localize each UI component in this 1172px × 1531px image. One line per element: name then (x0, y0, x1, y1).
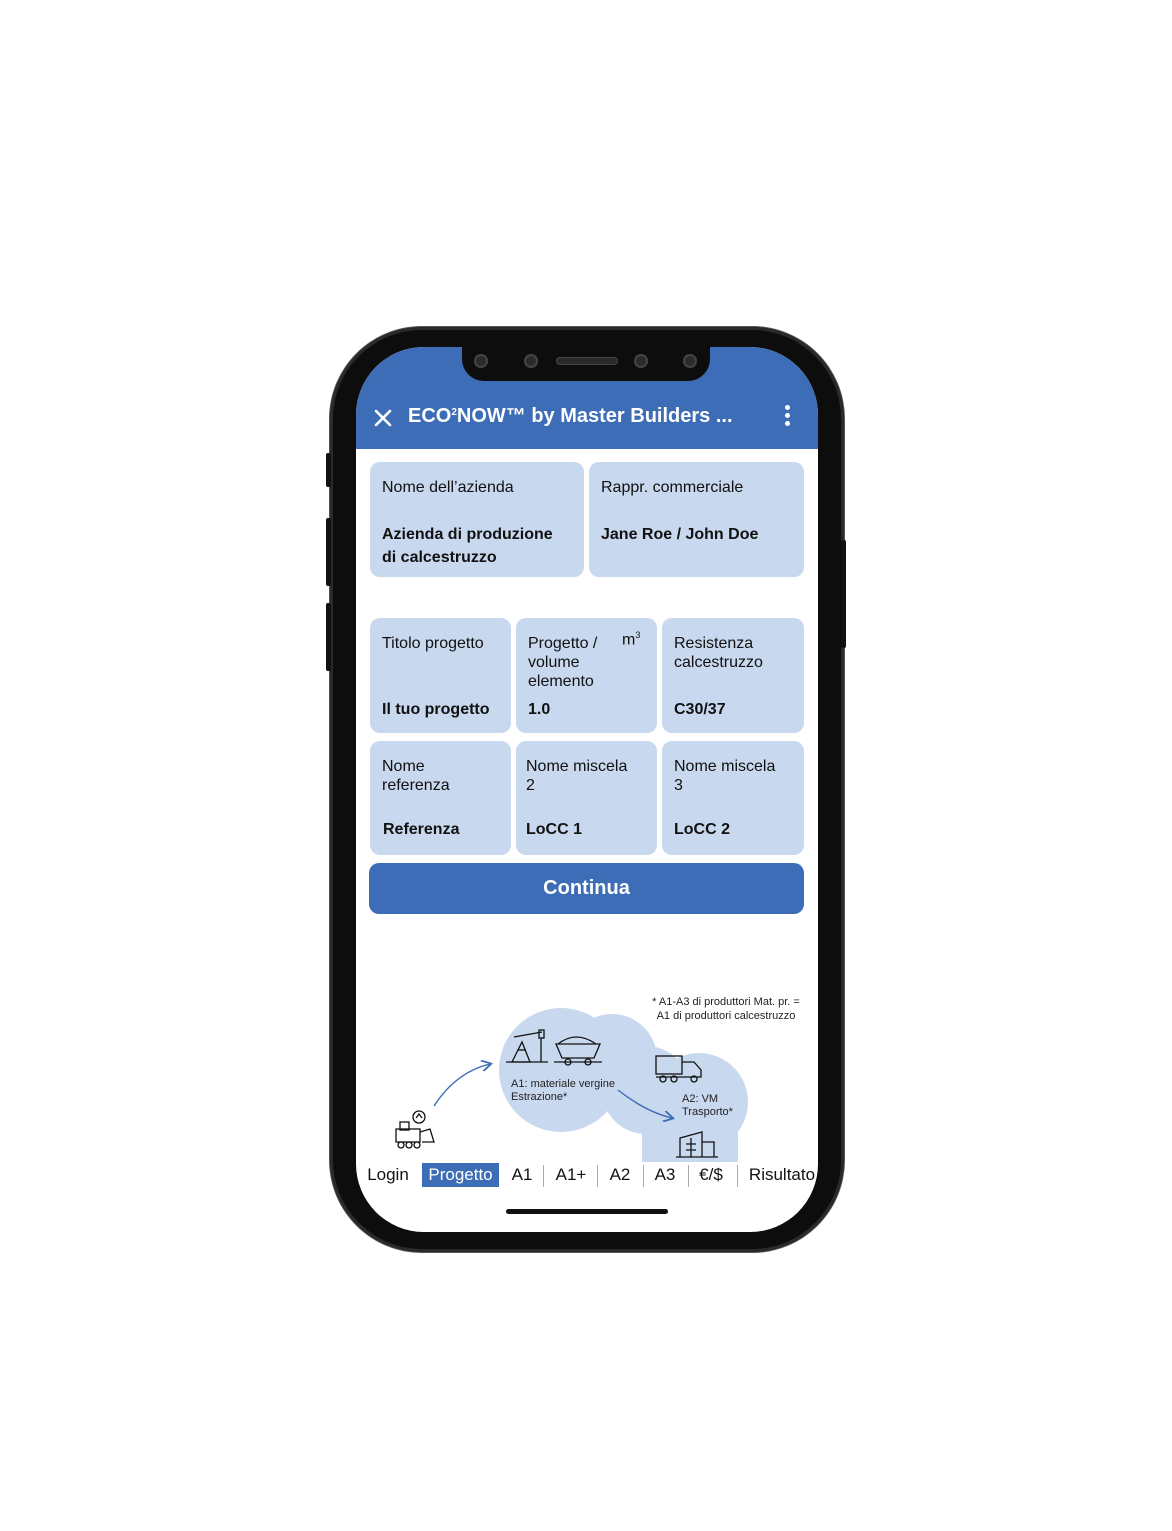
footnote: * A1-A3 di produttori Mat. pr. = A1 di p… (652, 996, 800, 1022)
project-title-label: Titolo progetto (382, 635, 484, 652)
volume-up-button (326, 518, 331, 586)
process-flow-illustration: A1: materiale vergine Estrazione* A2: VM… (395, 1008, 748, 1162)
tab-risultato[interactable]: Risultato (748, 1165, 816, 1184)
tab-login[interactable]: Login (367, 1165, 409, 1184)
app-title: ECO2NOW™ by Master Builders ... (408, 405, 733, 427)
mix-2-value: LoCC 1 (526, 821, 582, 838)
volume-down-button (326, 603, 331, 671)
home-indicator[interactable] (506, 1209, 668, 1214)
company-name-card[interactable]: Nome dell’azienda Azienda di produzione … (370, 462, 584, 577)
mix-3-value: LoCC 2 (674, 821, 730, 838)
project-volume-value: 1.0 (528, 701, 551, 718)
reference-name-card[interactable]: Nome referenza Referenza (370, 741, 511, 855)
tab-separator (688, 1165, 689, 1187)
mute-switch (326, 453, 331, 487)
concrete-strength-label: Resistenza calcestruzzo (674, 635, 763, 671)
mix-2-card[interactable]: Nome miscela 2 LoCC 1 (516, 741, 657, 855)
project-title-value: Il tuo progetto (382, 701, 490, 718)
power-button (841, 540, 846, 648)
tab-separator (543, 1165, 544, 1187)
a2-label-line2: Trasporto* (682, 1106, 734, 1118)
sensor-icon (634, 354, 648, 368)
truck-icon (655, 1055, 702, 1083)
sales-rep-card[interactable]: Rappr. commerciale Jane Roe / John Doe (589, 462, 804, 577)
company-name-value-line1: Azienda di produzione (382, 526, 553, 543)
tab-separator (597, 1165, 598, 1187)
step-tab-bar: Login Progetto A1 A1+ A2 A3 €/$ Risultat… (356, 1163, 818, 1191)
arrow-to-a1 (433, 1064, 490, 1107)
reference-name-value: Referenza (383, 821, 460, 838)
sales-rep-value: Jane Roe / John Doe (601, 526, 759, 543)
bulldozer-icon (395, 1110, 435, 1149)
a1-label-line1: A1: materiale vergine (511, 1078, 615, 1090)
project-title-card[interactable]: Titolo progetto Il tuo progetto (370, 618, 511, 733)
mix-3-label: Nome miscela 3 (674, 758, 776, 794)
oil-pump-icon (506, 1029, 548, 1063)
tab-separator (643, 1165, 644, 1187)
continue-button[interactable]: Continua (369, 863, 804, 914)
a1-label-line2: Estrazione* (511, 1091, 568, 1103)
sensor-icon (474, 354, 488, 368)
ore-cart-icon (554, 1036, 602, 1066)
phone-screen: ECO2NOW™ by Master Builders ... Nome del… (356, 347, 818, 1232)
tab-a3[interactable]: A3 (654, 1165, 676, 1184)
tab-a1-plus[interactable]: A1+ (555, 1165, 587, 1184)
tab-a1[interactable]: A1 (511, 1165, 533, 1184)
project-volume-label: Progetto / volume elemento (528, 635, 598, 690)
volume-unit: m3 (622, 630, 641, 649)
sensor-icon (683, 354, 697, 368)
front-camera-icon (524, 354, 538, 368)
tab-progetto[interactable]: Progetto (422, 1163, 499, 1187)
concrete-strength-value: C30/37 (674, 701, 726, 718)
factory-icon (676, 1131, 718, 1158)
reference-name-label: Nome referenza (382, 758, 450, 794)
tab-separator (737, 1165, 738, 1187)
earpiece-speaker (556, 357, 618, 365)
mix-2-label: Nome miscela 2 (526, 758, 628, 794)
company-name-label: Nome dell’azienda (382, 479, 514, 496)
company-name-value-line2: di calcestruzzo (382, 549, 497, 566)
close-icon[interactable] (372, 407, 394, 429)
tab-currency[interactable]: €/$ (699, 1165, 723, 1184)
more-options-icon[interactable] (782, 405, 792, 431)
mix-3-card[interactable]: Nome miscela 3 LoCC 2 (662, 741, 804, 855)
sales-rep-label: Rappr. commerciale (601, 479, 744, 496)
arrow-to-a2 (617, 1089, 672, 1118)
a2-label-line1: A2: VM (682, 1093, 718, 1105)
notch (462, 347, 710, 381)
project-volume-card[interactable]: Progetto / volume elemento m3 1.0 (516, 618, 657, 733)
tab-a2[interactable]: A2 (609, 1165, 631, 1184)
concrete-strength-card[interactable]: Resistenza calcestruzzo C30/37 (662, 618, 804, 733)
